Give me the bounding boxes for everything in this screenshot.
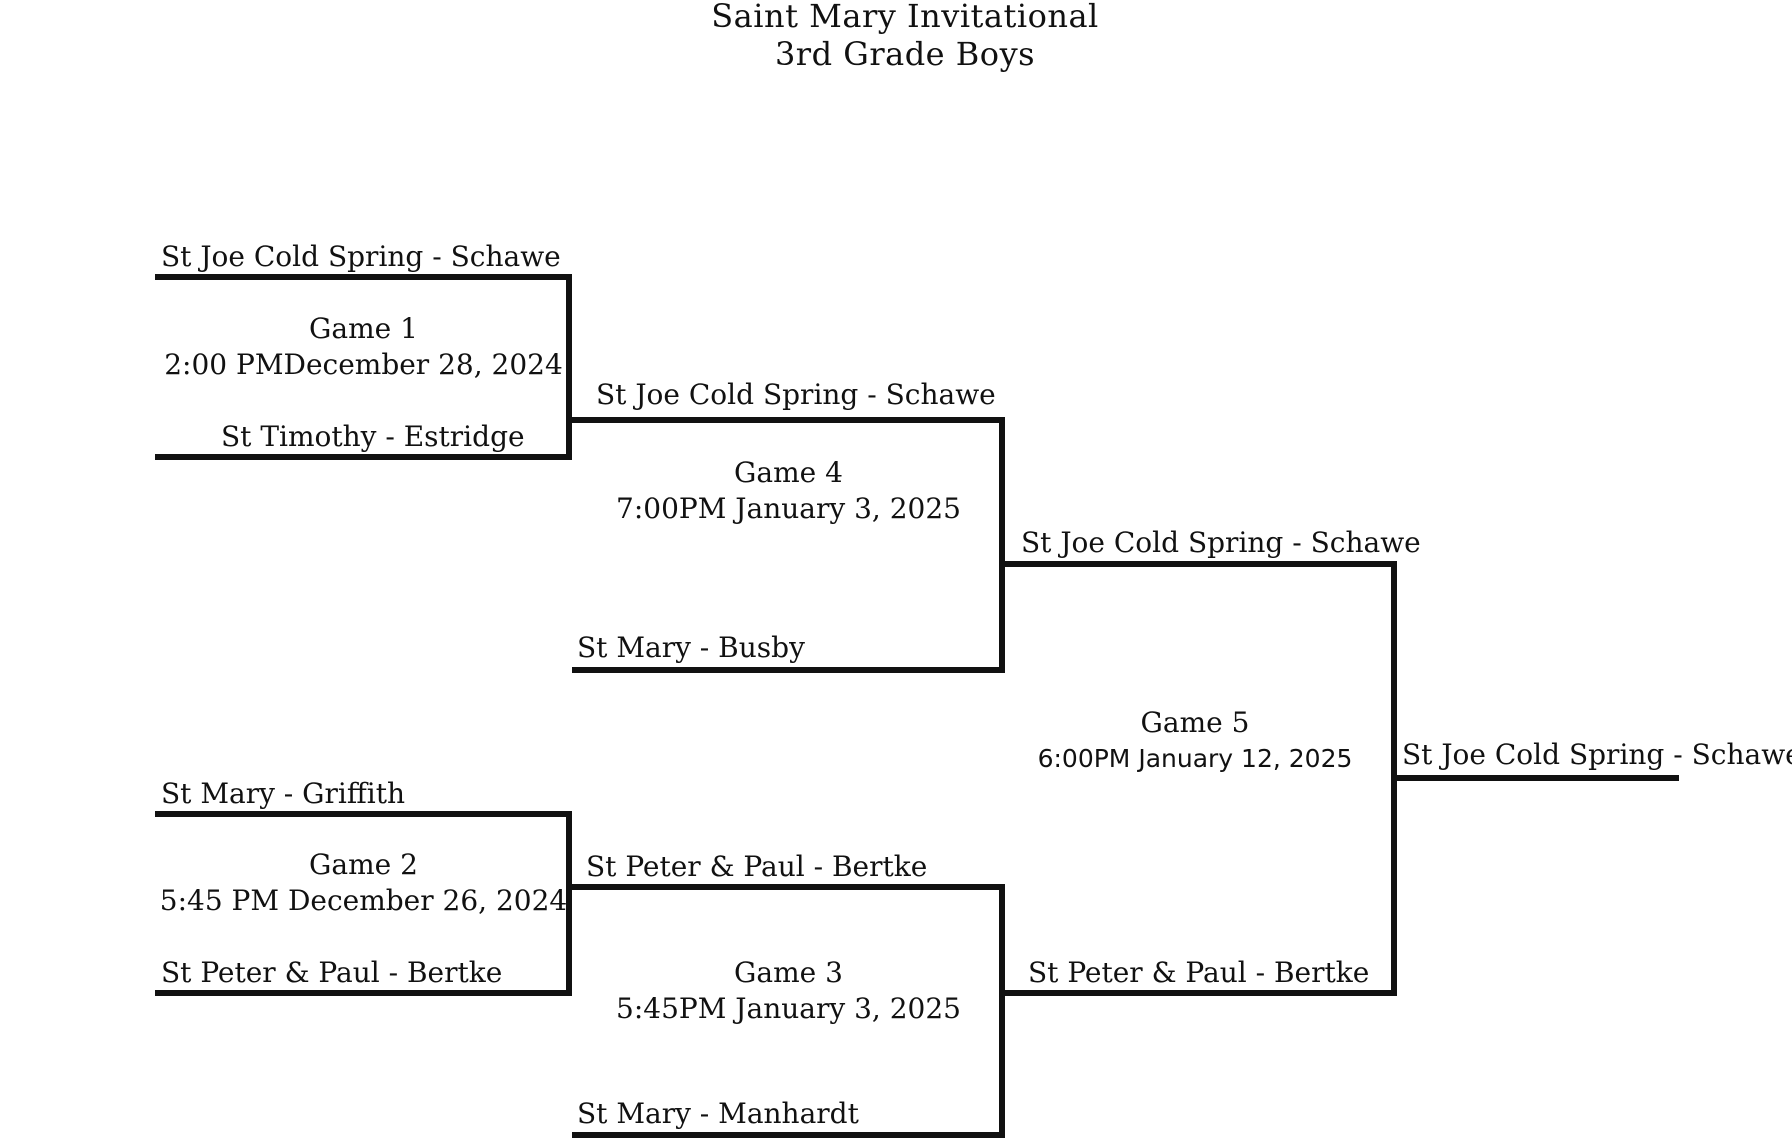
- game4-time: 7:00PM January 3, 2025: [616, 492, 961, 525]
- game3-connector: [999, 884, 1005, 1138]
- game5-top-team: St Joe Cold Spring - Schawe: [1021, 526, 1421, 559]
- game1-time: 2:00 PMDecember 28, 2024: [164, 348, 563, 381]
- game3-top-line: [572, 884, 1005, 890]
- game2-time: 5:45 PM December 26, 2024: [159, 884, 568, 917]
- game1-info: Game 1 2:00 PMDecember 28, 2024: [155, 311, 572, 383]
- game2-top-team: St Mary - Griffith: [161, 777, 406, 810]
- game5-info: Game 5 6:00PM January 12, 2025: [1005, 705, 1385, 777]
- game3-time: 5:45PM January 3, 2025: [616, 992, 961, 1025]
- game4-connector: [999, 417, 1005, 673]
- game2-info: Game 2 5:45 PM December 26, 2024: [155, 847, 572, 919]
- game1-bottom-line: [155, 454, 572, 460]
- game1-top-team: St Joe Cold Spring - Schawe: [161, 240, 561, 273]
- game3-top-team: St Peter & Paul - Bertke: [586, 850, 928, 883]
- game3-label: Game 3: [734, 956, 843, 989]
- bracket-title: Saint Mary Invitational: [711, 0, 1099, 35]
- game4-bottom-line: [572, 667, 1005, 673]
- game1-connector: [566, 274, 572, 460]
- game2-bottom-line: [155, 990, 572, 996]
- game2-label: Game 2: [309, 848, 418, 881]
- game4-info: Game 4 7:00PM January 3, 2025: [572, 455, 1005, 527]
- game2-top-line: [155, 811, 572, 817]
- game5-bottom-team: St Peter & Paul - Bertke: [1028, 956, 1370, 989]
- game3-bottom-line: [572, 1132, 1005, 1138]
- game2-connector: [566, 811, 572, 996]
- champion-line: [1397, 775, 1679, 781]
- game5-bottom-line: [1005, 990, 1397, 996]
- game4-top-line: [572, 417, 1005, 423]
- bracket-subtitle: 3rd Grade Boys: [774, 35, 1036, 73]
- game5-label: Game 5: [1140, 706, 1250, 739]
- game5-connector: [1391, 561, 1397, 996]
- game5-time: 6:00PM January 12, 2025: [1037, 744, 1353, 773]
- game3-bottom-team: St Mary - Manhardt: [577, 1097, 859, 1130]
- champion-team: St Joe Cold Spring - Schawe: [1402, 738, 1792, 771]
- game1-bottom-team: St Timothy - Estridge: [221, 420, 525, 453]
- game1-label: Game 1: [309, 312, 418, 345]
- game4-top-team: St Joe Cold Spring - Schawe: [596, 378, 996, 411]
- game3-info: Game 3 5:45PM January 3, 2025: [572, 955, 1005, 1027]
- game1-top-line: [155, 274, 572, 280]
- game5-top-line: [1005, 561, 1397, 567]
- game4-label: Game 4: [734, 456, 843, 489]
- game2-bottom-team: St Peter & Paul - Bertke: [161, 956, 503, 989]
- game4-bottom-team: St Mary - Busby: [577, 631, 805, 664]
